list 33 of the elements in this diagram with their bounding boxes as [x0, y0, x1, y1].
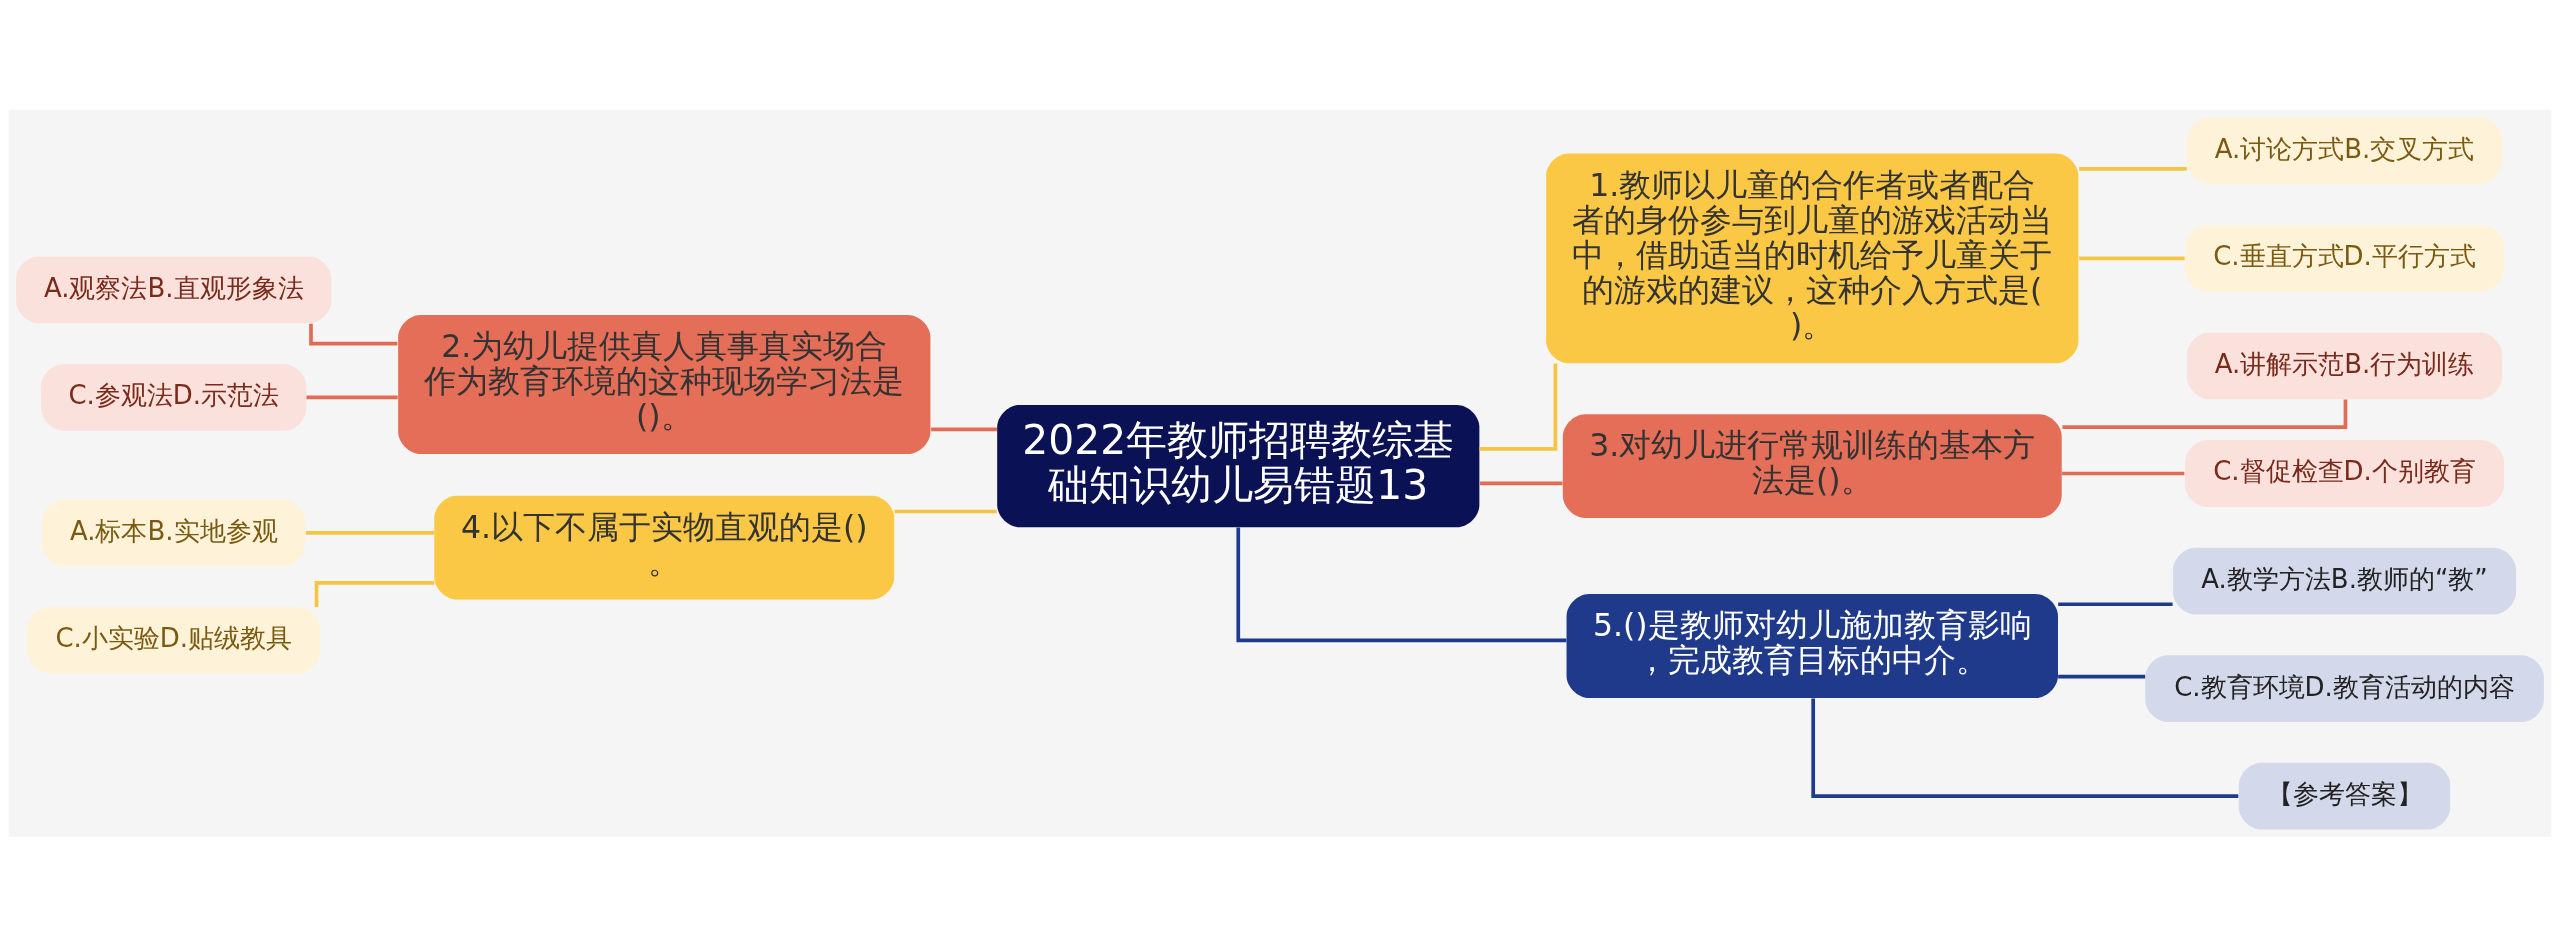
node-box: A.标本B.实地参观	[42, 499, 306, 567]
connector	[1811, 698, 2239, 799]
connector	[2062, 471, 2185, 476]
node-box: 3.对幼儿进行常规训练的基本方法是()。	[1562, 414, 2062, 518]
node-box: A.讲解示范B.行为训练	[2186, 332, 2503, 400]
connector	[309, 323, 398, 346]
connector	[2079, 167, 2187, 171]
connector	[1480, 481, 1563, 486]
node-box: 1.教师以儿童的合作者或者配合者的身份参与到儿童的游戏活动当中，借助适当的时机给予儿童关于的游戏的建议，这种介入方式是()。	[1546, 153, 2079, 364]
connector	[931, 427, 997, 432]
node-box: A.讨论方式B.交叉方式	[2186, 117, 2503, 185]
connector	[2058, 602, 2173, 607]
node-box: A.观察法B.直观形象法	[16, 256, 332, 324]
node-box: A.教学方法B.教师的“教”	[2173, 547, 2517, 615]
connector	[2058, 674, 2146, 679]
node-box: 2.为幼儿提供真人真事真实场合作为教育环境的这种现场学习法是()。	[398, 314, 931, 455]
connector	[2062, 399, 2348, 429]
connector	[1236, 527, 1567, 643]
node-box: 5.()是教师对幼儿施加教育影响，完成教育目标的中介。	[1566, 594, 2058, 698]
connector	[314, 581, 435, 607]
node-box: C.教育环境D.教育活动的内容	[2145, 655, 2544, 722]
connector	[306, 395, 398, 400]
node-box: C.小实验D.贴绒教具	[27, 607, 321, 674]
node-box: C.垂直方式D.平行方式	[2185, 225, 2505, 292]
node-box: C.督促检查D.个别教育	[2185, 440, 2505, 507]
connector	[894, 509, 997, 514]
node-box: 2022年教师招聘教综基础知识幼儿易错题13	[997, 404, 1480, 528]
connector	[1479, 363, 1558, 451]
connector	[2079, 256, 2185, 261]
connector	[305, 531, 435, 535]
node-box: 4.以下不属于实物直观的是()。	[434, 495, 895, 600]
node-box: 【参考答案】	[2238, 762, 2451, 830]
node-box: C.参观法D.示范法	[41, 364, 307, 431]
